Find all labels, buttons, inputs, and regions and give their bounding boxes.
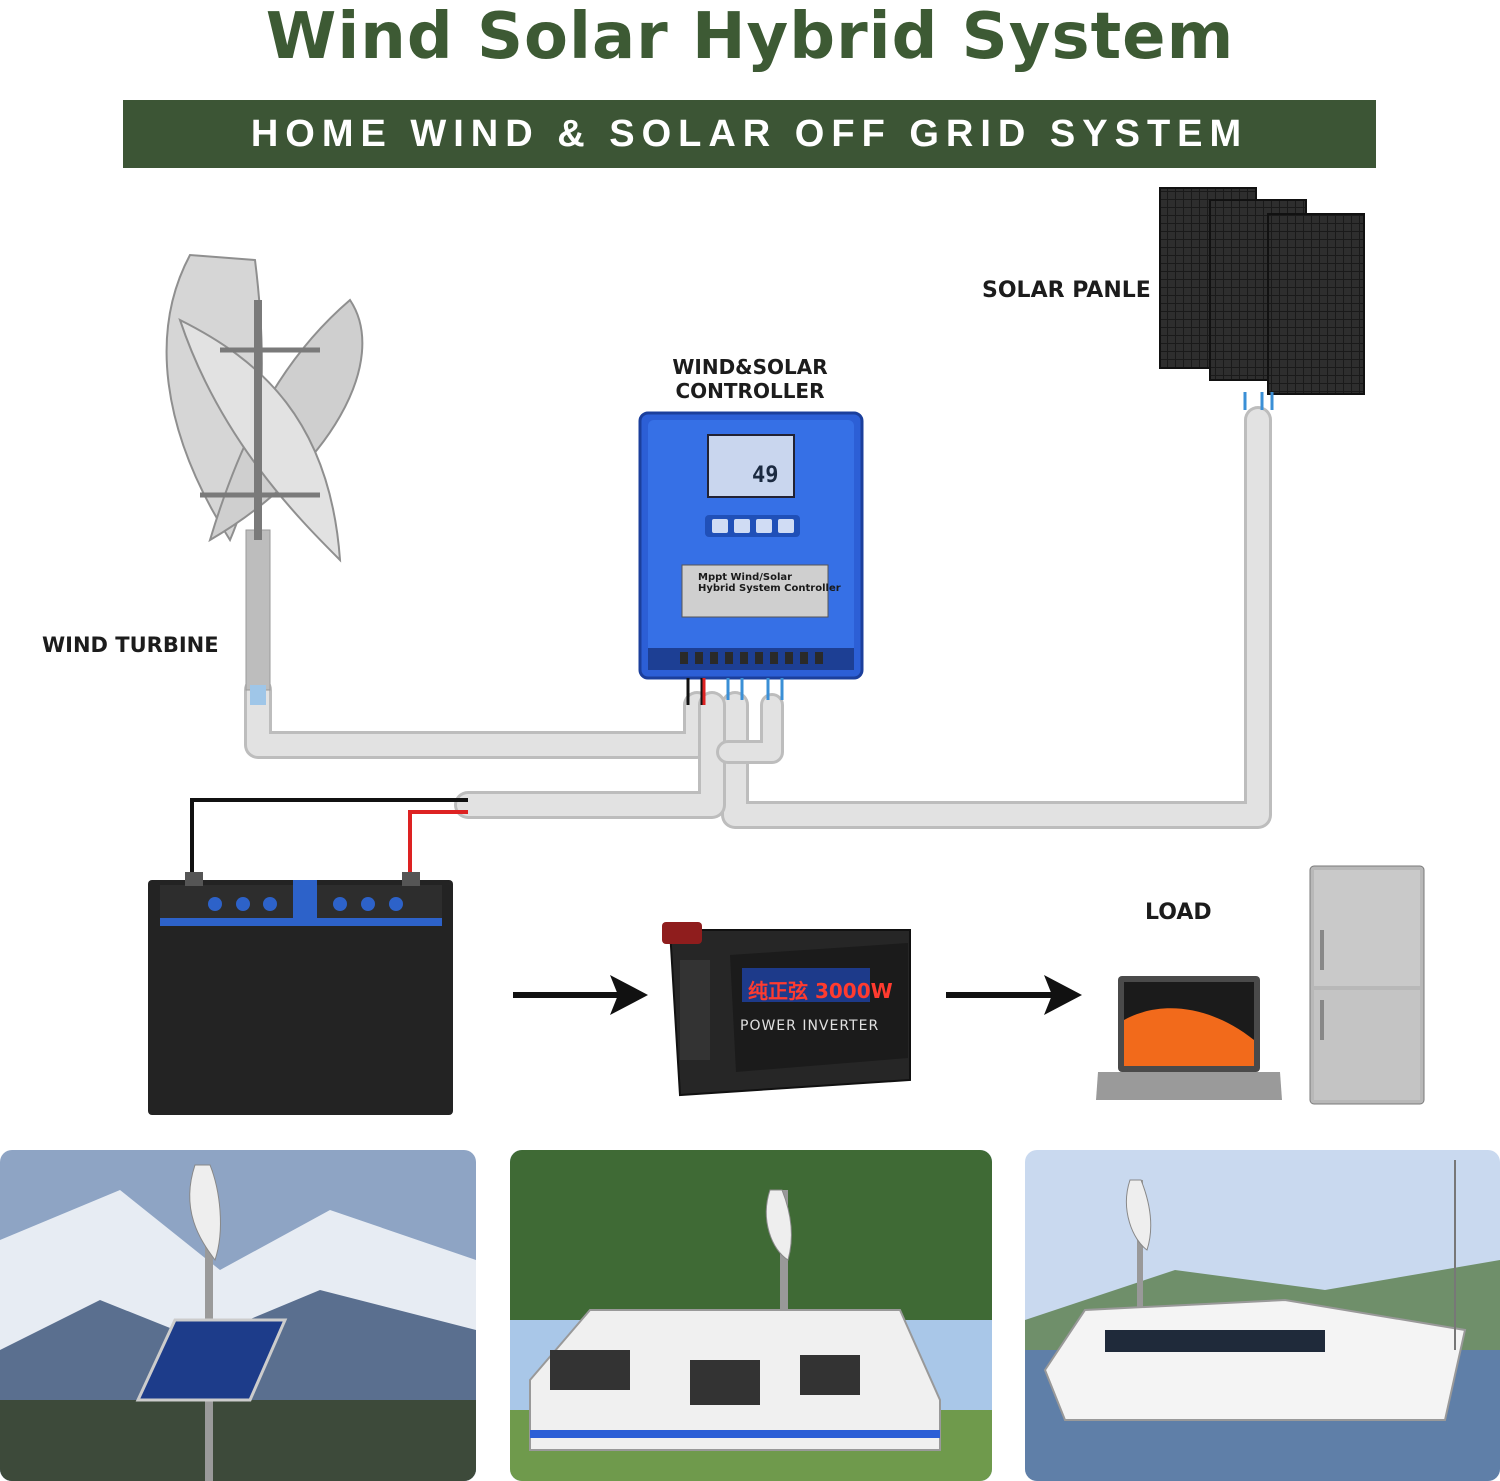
inverter-brand-text: 纯正弦 3000W xyxy=(748,979,893,1003)
laptop xyxy=(1096,976,1282,1100)
subtitle-text: HOME WIND & SOLAR OFF GRID SYSTEM xyxy=(250,113,1249,155)
arrow-battery-to-inverter xyxy=(513,975,648,1015)
arrow-inverter-to-load xyxy=(946,975,1082,1015)
battery xyxy=(148,872,453,1115)
power-inverter xyxy=(662,922,911,1097)
battery-negative-wire xyxy=(190,798,468,880)
refrigerator xyxy=(1309,865,1425,1105)
battery-positive-wire xyxy=(408,810,468,880)
wind-turbine-label: WIND TURBINE xyxy=(42,633,219,657)
controller-plate-line2: Hybrid System Controller xyxy=(698,583,841,594)
controller-plate-line1: Mppt Wind/Solar xyxy=(698,572,793,583)
subtitle-banner: HOME WIND & SOLAR OFF GRID SYSTEM xyxy=(123,100,1376,168)
page-title: Wind Solar Hybrid System xyxy=(265,0,1235,74)
photo-mountain-installation xyxy=(0,1150,476,1481)
controller-label: WIND&SOLAR CONTROLLER xyxy=(640,355,860,403)
controller-label-line2: CONTROLLER xyxy=(675,379,825,403)
cable-network xyxy=(244,406,1272,829)
wind-solar-controller xyxy=(638,411,864,705)
wind-turbine xyxy=(165,253,364,705)
solar-panels xyxy=(1159,187,1365,410)
system-diagram xyxy=(148,187,1425,1115)
load-label: LOAD xyxy=(1145,900,1212,925)
solar-panel-label: SOLAR PANLE xyxy=(982,278,1151,303)
photo-yacht-installation xyxy=(1025,1150,1500,1481)
controller-lcd-value: 49 xyxy=(752,463,779,488)
inverter-model-text: POWER INVERTER xyxy=(740,1018,880,1034)
controller-label-line1: WIND&SOLAR xyxy=(672,355,828,379)
photo-camper-installation xyxy=(510,1150,992,1481)
